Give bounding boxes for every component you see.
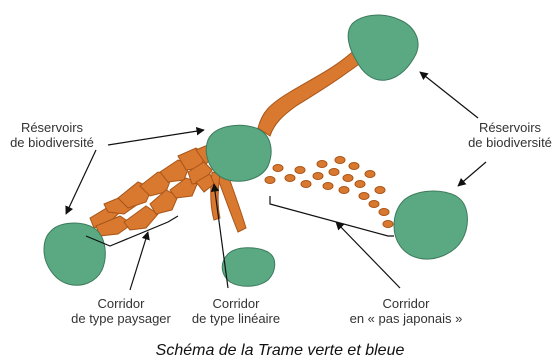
label-corridor-japonais-line2: en « pas japonais »: [336, 311, 476, 326]
label-corridor-lineaire-line2: de type linéaire: [176, 311, 296, 326]
label-corridor-lineaire-line1: Corridor: [176, 296, 296, 311]
reservoir-left: [44, 223, 105, 285]
label-reservoirs-right-line1: Réservoirs: [462, 120, 558, 135]
arrow-right-to-right-reservoir: [458, 162, 486, 186]
reservoir-bottom: [222, 248, 275, 287]
arrow-left-to-center: [108, 130, 204, 145]
arrow-left-to-left-reservoir: [66, 150, 96, 214]
label-corridor-paysager: Corridor de type paysager: [56, 296, 186, 326]
label-reservoirs-right: Réservoirs de biodiversité: [462, 120, 558, 150]
label-reservoirs-left-line1: Réservoirs: [4, 120, 100, 135]
corridor-landscape: [90, 144, 214, 236]
label-corridor-japonais: Corridor en « pas japonais »: [336, 296, 476, 326]
label-corridor-paysager-line1: Corridor: [56, 296, 186, 311]
label-corridor-japonais-line1: Corridor: [336, 296, 476, 311]
reservoir-top-right: [348, 15, 418, 80]
reservoir-right: [394, 191, 467, 259]
pointer-landscape: [130, 232, 148, 290]
diagram-caption: Schéma de la Trame verte et bleue: [0, 342, 560, 360]
label-reservoirs-left: Réservoirs de biodiversité: [4, 120, 100, 150]
arrow-right-to-top-reservoir: [420, 72, 478, 118]
label-corridor-paysager-line2: de type paysager: [56, 311, 186, 326]
label-corridor-lineaire: Corridor de type linéaire: [176, 296, 296, 326]
reservoir-center: [206, 125, 271, 181]
stepping-stones: [265, 157, 393, 228]
pointer-stepping: [336, 222, 400, 288]
label-reservoirs-right-line2: de biodiversité: [462, 135, 558, 150]
label-reservoirs-left-line2: de biodiversité: [4, 135, 100, 150]
